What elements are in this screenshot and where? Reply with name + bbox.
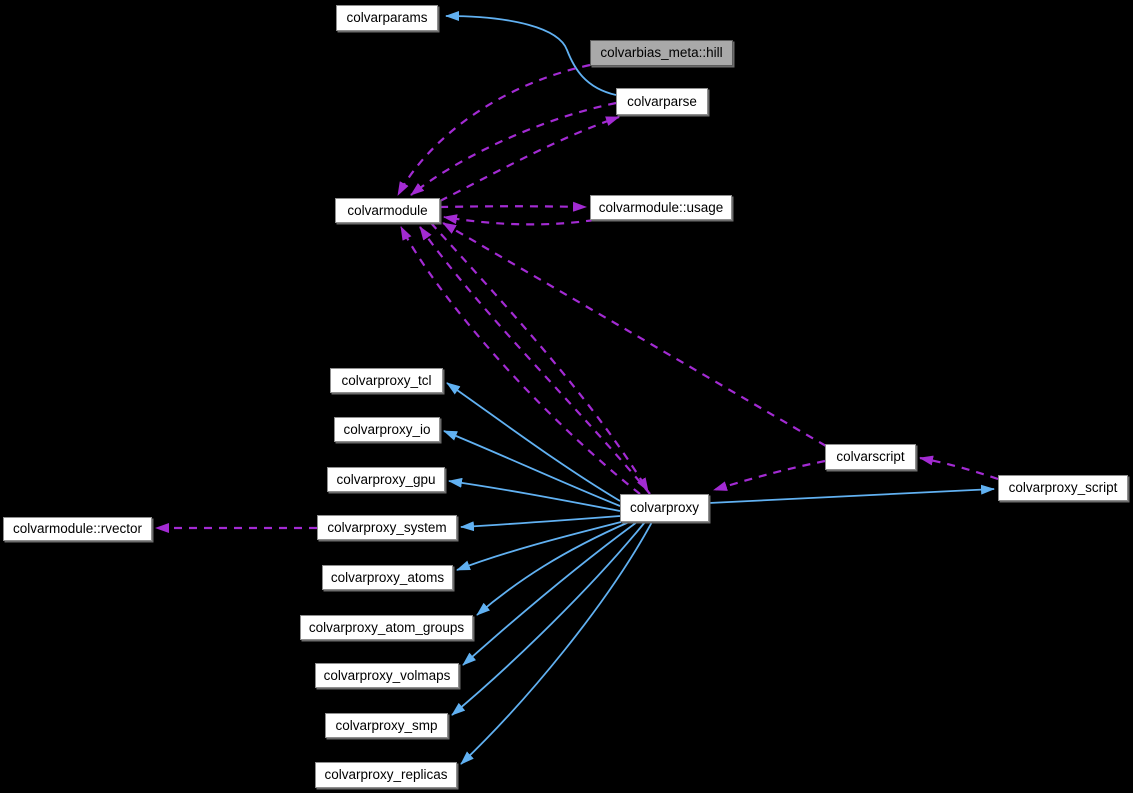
node-colvarscript[interactable]: colvarscript <box>825 444 916 470</box>
node-label: colvarproxy_atoms <box>330 569 445 585</box>
edge-colvarmodule_usage-to-colvarmodule <box>443 214 595 226</box>
node-label: colvarproxy_replicas <box>324 767 448 783</box>
edge-colvarmodule-to-colvarproxy <box>430 222 649 492</box>
node-colvarmodule_rvector[interactable]: colvarmodule::rvector <box>3 517 152 541</box>
node-colvarmodule[interactable]: colvarmodule <box>335 198 440 223</box>
node-colvarproxy_script[interactable]: colvarproxy_script <box>998 475 1128 501</box>
edge-colvarproxy-to-colvarproxy_io <box>443 430 621 507</box>
node-colvarproxy_atoms[interactable]: colvarproxy_atoms <box>322 565 453 590</box>
edge-colvarproxy-to-colvarproxy_gpu <box>448 477 621 512</box>
edge-colvarproxy-to-colvarproxy_replicas <box>460 521 653 765</box>
node-label: colvarproxy_volmaps <box>323 667 451 683</box>
edge-colvarproxy_script-to-colvarscript <box>919 455 999 481</box>
node-colvarproxy[interactable]: colvarproxy <box>620 494 709 522</box>
edge-colvarscript-to-colvarmodule <box>442 222 827 447</box>
node-label: colvarproxy_system <box>327 519 447 535</box>
node-label: colvarmodule <box>347 202 428 218</box>
node-label: colvarparams <box>346 10 428 26</box>
node-label: colvarproxy_atom_groups <box>308 619 465 635</box>
node-label: colvarproxy <box>629 500 700 516</box>
node-label: colvarbias_meta::hill <box>600 45 723 61</box>
node-label: colvarparse <box>627 93 697 109</box>
node-label: colvarmodule::usage <box>598 199 724 215</box>
node-label: colvarscript <box>836 449 905 465</box>
edge-colvarmodule-to-colvarmodule_usage <box>439 201 587 212</box>
node-label: colvarmodule::rvector <box>12 521 143 537</box>
edge-colvarproxy-to-colvarproxy_script <box>708 484 995 504</box>
edge-colvarproxy-to-colvarproxy_atom_groups <box>476 521 630 616</box>
edge-colvarproxy-to-colvarproxy_tcl <box>446 382 621 502</box>
edge-colvarproxy-to-colvarmodule <box>419 226 651 495</box>
node-label: colvarproxy_script <box>1008 480 1118 496</box>
edge-colvarproxy-to-colvarproxy_atoms <box>456 521 622 571</box>
edge-colvarscript-to-colvarproxy <box>713 459 826 492</box>
node-colvarbias_meta_hill[interactable]: colvarbias_meta::hill <box>590 40 733 66</box>
edge-colvarproxy-to-colvarproxy_volmaps <box>462 521 638 666</box>
node-colvarproxy_replicas[interactable]: colvarproxy_replicas <box>315 762 457 788</box>
node-colvarparams[interactable]: colvarparams <box>336 5 438 31</box>
node-colvarproxy_gpu[interactable]: colvarproxy_gpu <box>327 467 445 492</box>
node-label: colvarproxy_tcl <box>341 372 432 388</box>
edge-colvarproxy-to-colvarproxy_smp <box>451 521 646 716</box>
node-colvarproxy_volmaps[interactable]: colvarproxy_volmaps <box>315 663 459 688</box>
node-colvarproxy_io[interactable]: colvarproxy_io <box>334 417 440 442</box>
edge-colvarproxy-to-colvarmodule <box>400 226 641 495</box>
node-colvarproxy_system[interactable]: colvarproxy_system <box>317 515 457 540</box>
edge-colvarparse-to-colvarmodule <box>410 101 617 196</box>
edge-colvarparse-to-colvarparams <box>445 11 617 96</box>
node-colvarparse[interactable]: colvarparse <box>616 88 708 115</box>
edge-colvarbias_meta_hill-to-colvarmodule <box>397 63 591 196</box>
node-colvarproxy_tcl[interactable]: colvarproxy_tcl <box>330 368 443 393</box>
node-label: colvarproxy_smp <box>335 717 438 733</box>
node-colvarproxy_atom_groups[interactable]: colvarproxy_atom_groups <box>300 615 473 640</box>
node-colvarproxy_smp[interactable]: colvarproxy_smp <box>325 713 448 738</box>
node-label: colvarproxy_io <box>343 421 431 437</box>
node-colvarmodule_usage[interactable]: colvarmodule::usage <box>590 195 732 220</box>
edge-colvarproxy-to-colvarproxy_system <box>460 515 621 532</box>
node-label: colvarproxy_gpu <box>336 471 436 487</box>
